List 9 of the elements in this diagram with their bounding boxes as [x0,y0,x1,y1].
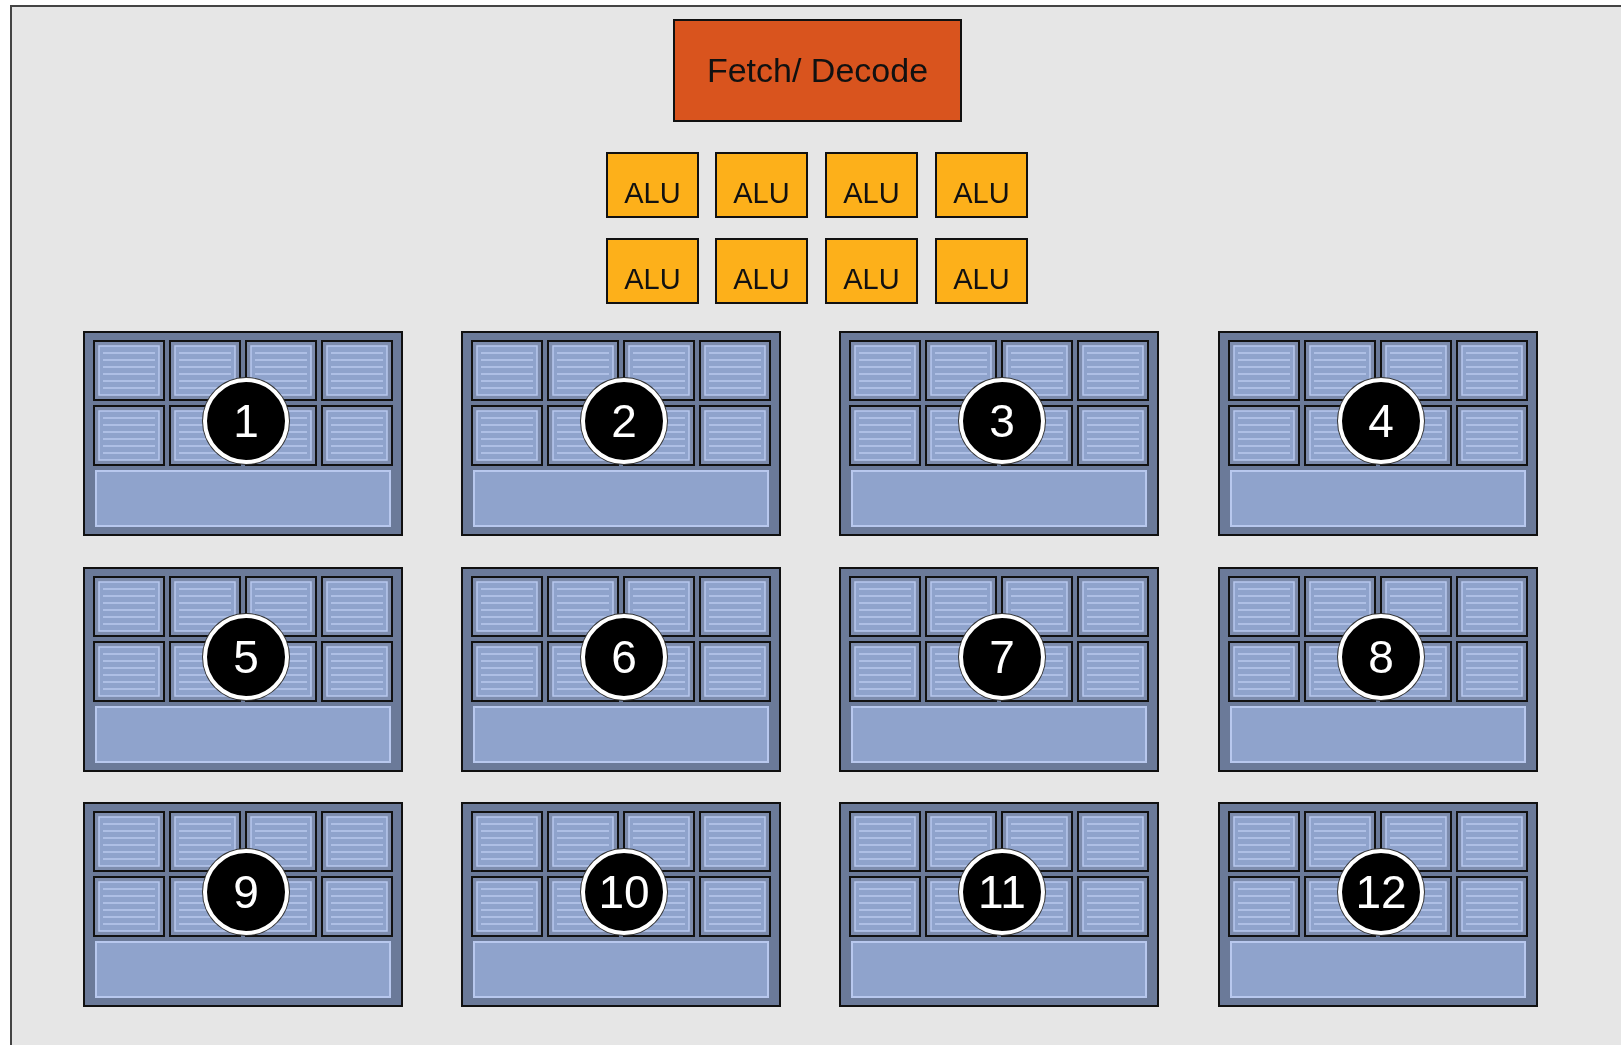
fetch-decode-box: Fetch/ Decode [673,19,962,122]
alu-box: ALU [935,152,1028,218]
alu-box: ALU [935,238,1028,304]
alu-box: ALU [606,238,699,304]
alu-box: ALU [606,152,699,218]
alu-box: ALU [825,152,918,218]
alu-box: ALU [825,238,918,304]
alu-box: ALU [715,238,808,304]
alu-box: ALU [715,152,808,218]
